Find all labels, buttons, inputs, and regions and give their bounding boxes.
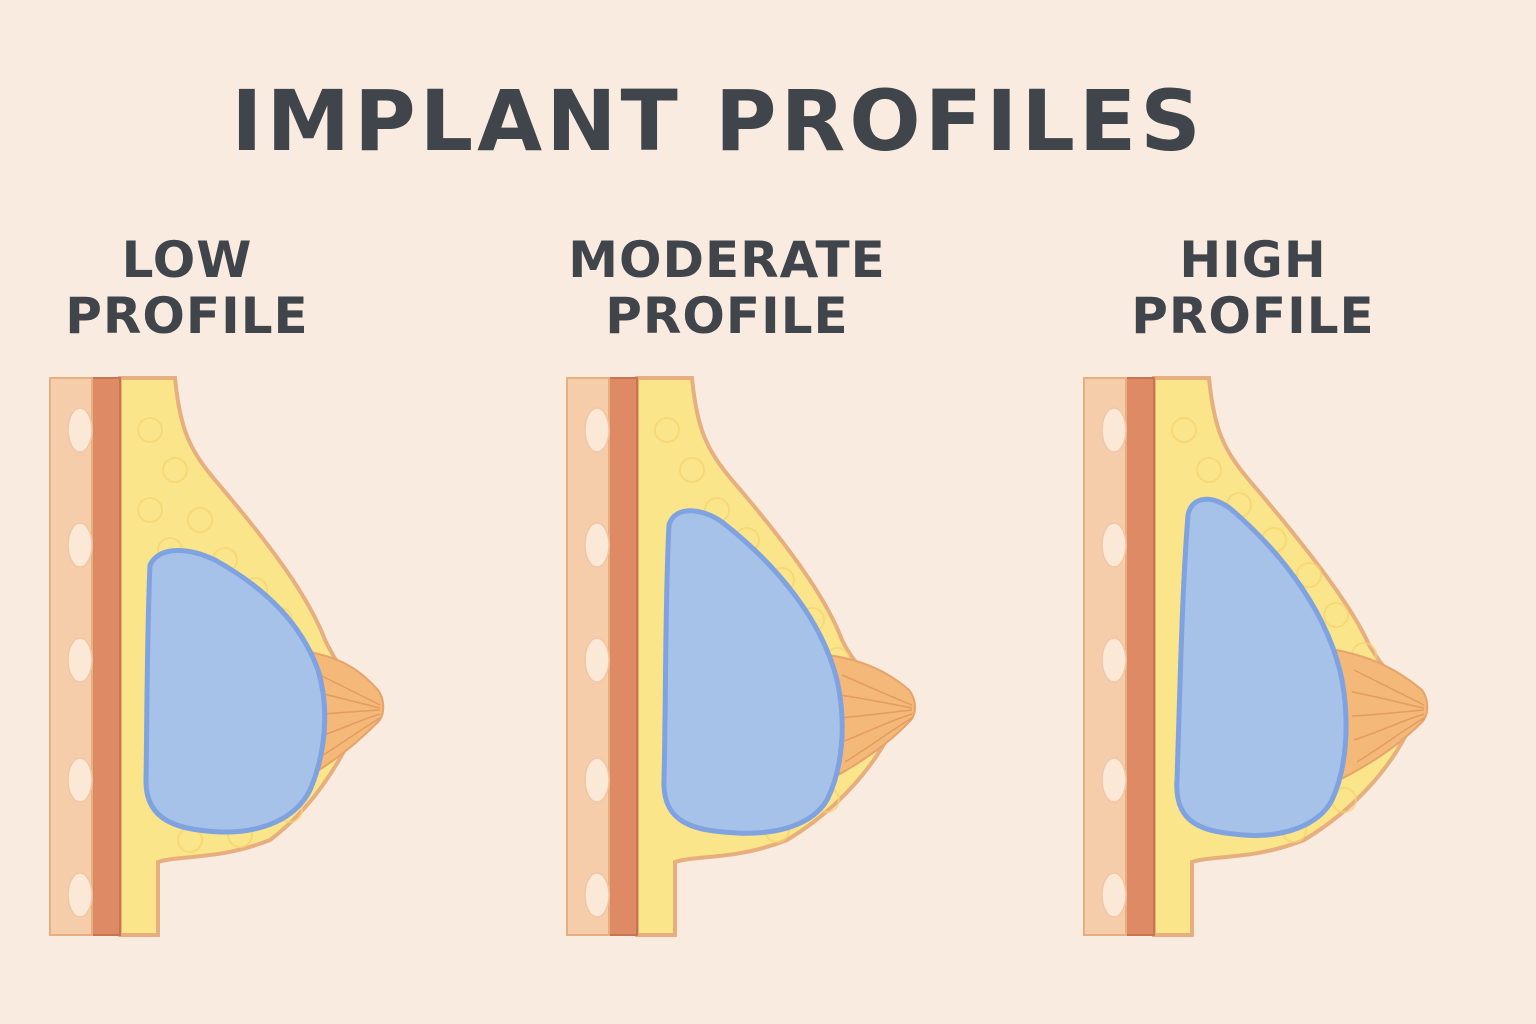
- implant: [1174, 496, 1349, 838]
- moderate-profile-diagram: [566, 376, 916, 937]
- high-profile-label-line1: HIGH: [1179, 231, 1327, 289]
- chest-wall-muscle: [1123, 377, 1155, 936]
- areola: [825, 653, 916, 782]
- chest-wall-muscle: [606, 377, 638, 936]
- areola: [1334, 648, 1429, 782]
- milk-ducts: [1351, 669, 1425, 763]
- high-profile-label: HIGH PROFILE: [1063, 232, 1443, 344]
- implant: [661, 508, 845, 836]
- implant: [143, 548, 328, 835]
- moderate-profile-label: MODERATE PROFILE: [537, 232, 917, 344]
- chest-wall-muscle: [89, 377, 121, 936]
- page-title: IMPLANT PROFILES: [231, 72, 1205, 170]
- low-profile-label-line2: PROFILE: [65, 287, 309, 345]
- moderate-profile-label-line1: MODERATE: [568, 231, 886, 289]
- ribs: [67, 407, 93, 918]
- ribs: [584, 407, 610, 918]
- high-profile-diagram: [1083, 376, 1429, 937]
- milk-ducts: [839, 674, 913, 763]
- ribs: [1101, 407, 1127, 918]
- low-profile-label-line1: LOW: [121, 231, 253, 289]
- moderate-profile-label-line2: PROFILE: [605, 287, 849, 345]
- low-profile-label: LOW PROFILE: [0, 232, 377, 344]
- low-profile-diagram: [49, 376, 385, 937]
- high-profile-label-line2: PROFILE: [1131, 287, 1375, 345]
